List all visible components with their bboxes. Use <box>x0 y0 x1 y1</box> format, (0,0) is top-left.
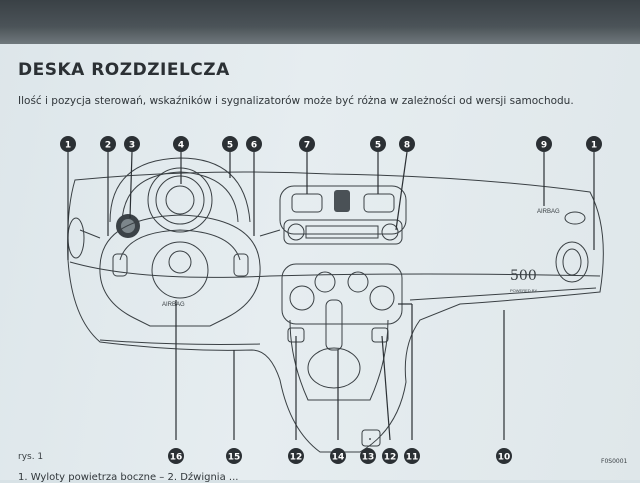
svg-text:12: 12 <box>384 453 397 463</box>
svg-text:12: 12 <box>290 453 303 463</box>
center-vent-right <box>363 193 395 213</box>
callout-2: 2 <box>100 136 116 152</box>
center-vent-left <box>291 193 323 213</box>
dashboard-outline <box>67 171 604 453</box>
radio-unit <box>283 219 403 245</box>
footer-text: 1. Wyloty powietrza boczne – 2. Dźwignia… <box>18 472 239 483</box>
console-socket <box>361 429 381 447</box>
svg-text:5: 5 <box>375 141 381 151</box>
climate-right-knob <box>369 285 395 311</box>
wheel-left-controls <box>112 253 128 277</box>
callout-8: 8 <box>399 136 415 152</box>
model-badge: 500 <box>510 268 537 284</box>
gear-boot <box>307 347 361 389</box>
steering-wheel <box>99 214 261 327</box>
glovebox <box>409 287 597 301</box>
gear-lever <box>325 299 343 351</box>
callout-6: 6 <box>246 136 262 152</box>
svg-text:2: 2 <box>105 141 111 151</box>
svg-text:11: 11 <box>406 453 419 463</box>
passenger-airbag-cover <box>564 211 586 225</box>
figure-caption: rys. 1 <box>18 452 44 462</box>
page-title: DESKA ROZDZIELCZA <box>18 60 230 80</box>
callout-4: 4 <box>173 136 189 152</box>
callout-11: 11 <box>404 448 420 464</box>
svg-text:16: 16 <box>170 453 183 463</box>
callout-3: 3 <box>124 136 140 152</box>
right-side-vent <box>555 241 589 283</box>
right-console-switch <box>371 327 389 343</box>
callout-10: 10 <box>496 448 512 464</box>
wheel-right-controls <box>233 253 249 277</box>
callout-9: 9 <box>536 136 552 152</box>
callout-14: 14 <box>330 448 346 464</box>
callout-15: 15 <box>226 448 242 464</box>
svg-text:9: 9 <box>541 141 547 151</box>
model-badge-subtext: POWERED BY <box>510 288 537 293</box>
callout-16: 16 <box>168 448 184 464</box>
speedometer-gauge <box>147 167 213 233</box>
hazard-switch <box>334 190 350 212</box>
intro-paragraph: Ilość i pozycja sterowań, wskaźników i s… <box>18 95 574 107</box>
svg-text:3: 3 <box>129 141 135 151</box>
callout-12-right: 12 <box>382 448 398 464</box>
callout-1-right: 1 <box>586 136 602 152</box>
svg-text:6: 6 <box>251 141 257 151</box>
climate-left-knob <box>289 285 315 311</box>
svg-text:15: 15 <box>228 453 241 463</box>
center-vent-panel <box>279 185 407 235</box>
airbag-hub <box>151 241 209 299</box>
airbag-label: AIRBAG <box>162 302 185 308</box>
page-top-shadow <box>0 0 640 44</box>
svg-text:14: 14 <box>332 453 345 463</box>
radio-left-knob <box>287 223 305 241</box>
callout-7: 7 <box>299 136 315 152</box>
svg-text:13: 13 <box>362 453 375 463</box>
brand-logo-icon <box>168 250 192 274</box>
svg-text:7: 7 <box>304 141 310 151</box>
callout-5: 5 <box>222 136 238 152</box>
left-side-vent <box>67 217 85 259</box>
svg-text:1: 1 <box>591 141 597 151</box>
callout-13: 13 <box>360 448 376 464</box>
instrument-hood <box>109 157 251 223</box>
svg-text:4: 4 <box>178 141 184 151</box>
passenger-airbag-label: AIRBAG <box>537 209 560 215</box>
callout-5-center: 5 <box>370 136 386 152</box>
callout-12: 12 <box>288 448 304 464</box>
svg-text:8: 8 <box>404 141 410 151</box>
svg-text:1: 1 <box>65 141 71 151</box>
svg-text:10: 10 <box>498 453 511 463</box>
figure-code: F0S0001 <box>601 458 628 465</box>
svg-text:5: 5 <box>227 141 233 151</box>
radio-right-knob <box>381 223 399 241</box>
callout-1: 1 <box>60 136 76 152</box>
